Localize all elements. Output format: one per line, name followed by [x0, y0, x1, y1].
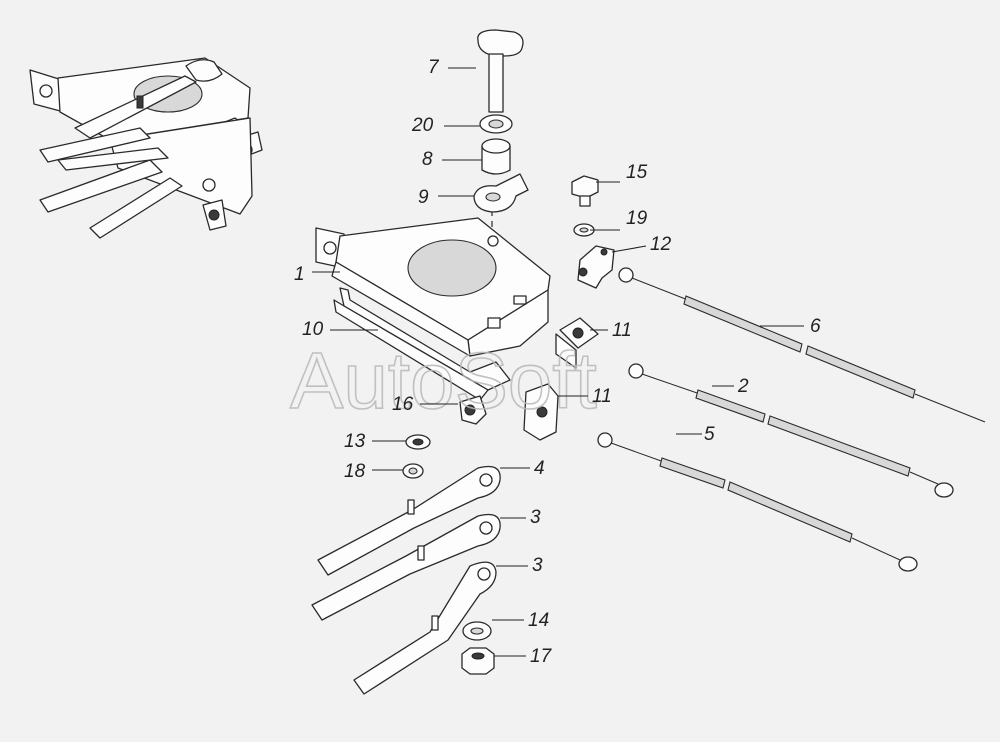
callout-19: 19 — [626, 208, 648, 229]
callout-leaders — [312, 67, 804, 657]
callout-14: 14 — [528, 610, 549, 631]
callout-4: 4 — [534, 458, 545, 479]
callout-2: 2 — [737, 376, 749, 397]
callout-11-upper: 11 — [612, 320, 632, 341]
callout-1: 1 — [294, 264, 305, 285]
callout-18: 18 — [344, 461, 366, 482]
callout-17: 17 — [530, 646, 553, 667]
callout-7: 7 — [428, 57, 440, 78]
callout-8: 8 — [422, 149, 433, 170]
part-18-washer — [402, 463, 424, 479]
part-4-lever — [317, 465, 501, 576]
part-14-washer — [462, 621, 492, 641]
callout-9: 9 — [418, 187, 429, 208]
part-3-lever-upper — [311, 513, 501, 621]
callout-13: 13 — [344, 431, 366, 452]
part-1-bracket — [315, 217, 551, 357]
callout-20: 20 — [411, 115, 434, 136]
assembled-view — [29, 57, 263, 239]
part-3-lever-lower — [353, 561, 497, 695]
callout-15: 15 — [626, 162, 648, 183]
callout-6: 6 — [810, 316, 821, 337]
callout-10: 10 — [302, 319, 324, 340]
part-19-washer — [573, 223, 595, 237]
part-6-cable — [618, 267, 986, 423]
callout-12: 12 — [650, 234, 672, 255]
callout-16: 16 — [392, 394, 414, 415]
part-9-tab-washer — [473, 173, 529, 213]
part-13-lock-washer — [405, 434, 431, 450]
callout-3-lower: 3 — [532, 555, 543, 576]
part-12-clamp — [577, 245, 615, 289]
part-10-strap — [333, 287, 511, 401]
watermark: AutoSoft — [290, 336, 597, 425]
part-17-nut — [461, 647, 495, 675]
part-8-bushing — [481, 138, 511, 175]
part-20-washer — [479, 114, 513, 134]
callout-5: 5 — [704, 424, 715, 445]
part-11-nut-plate-lower — [523, 383, 559, 441]
callout-11-lower: 11 — [592, 386, 612, 407]
part-11-nut-plate-upper — [555, 317, 599, 369]
callout-3-upper: 3 — [530, 507, 541, 528]
part-16-nut-plate — [459, 395, 487, 425]
part-2-cable — [628, 363, 954, 498]
part-5-cable — [597, 432, 918, 572]
callout-labels: 7 20 8 9 15 19 12 1 6 10 11 2 16 11 13 5… — [294, 57, 821, 667]
part-7-pin — [477, 29, 524, 113]
part-15-bolt — [571, 175, 599, 207]
